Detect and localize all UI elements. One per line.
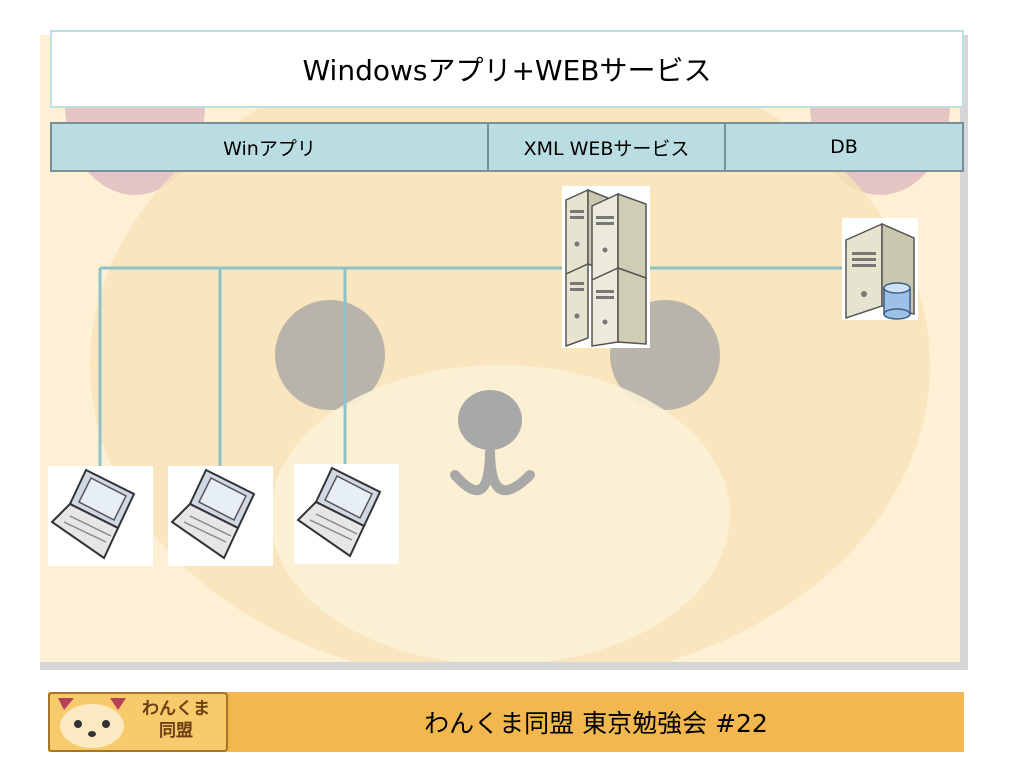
- tier-label-db: DB: [830, 136, 858, 158]
- footer-bar: わんくま 同盟 わんくま同盟 東京勉強会 #22: [48, 692, 964, 752]
- laptop-icon: [170, 468, 256, 560]
- tier-header-row: Winアプリ XML WEBサービス DB: [50, 122, 964, 172]
- client-laptop-1: [48, 466, 153, 566]
- logo-text-line1: わんくま: [142, 699, 210, 719]
- server-cluster-icon: [565, 188, 647, 348]
- bear-logo-icon: [58, 698, 126, 748]
- tier-label-winapp: Winアプリ: [52, 124, 489, 170]
- slide-title: Windowsアプリ+WEBサービス: [50, 30, 964, 108]
- footer-event-title: わんくま同盟 東京勉強会 #22: [424, 709, 768, 738]
- tier-label-webservice: XML WEBサービス: [489, 124, 726, 170]
- laptop-icon: [50, 468, 136, 560]
- web-server-cluster: [562, 186, 650, 348]
- laptop-icon: [296, 466, 382, 558]
- wankuma-logo: わんくま 同盟: [48, 692, 228, 752]
- db-server: [842, 218, 918, 320]
- client-laptop-2: [168, 466, 273, 566]
- logo-text-line2: 同盟: [159, 721, 193, 741]
- logo-text: わんくま 同盟: [142, 698, 210, 742]
- client-laptop-3: [294, 464, 399, 564]
- database-server-icon: [845, 222, 915, 320]
